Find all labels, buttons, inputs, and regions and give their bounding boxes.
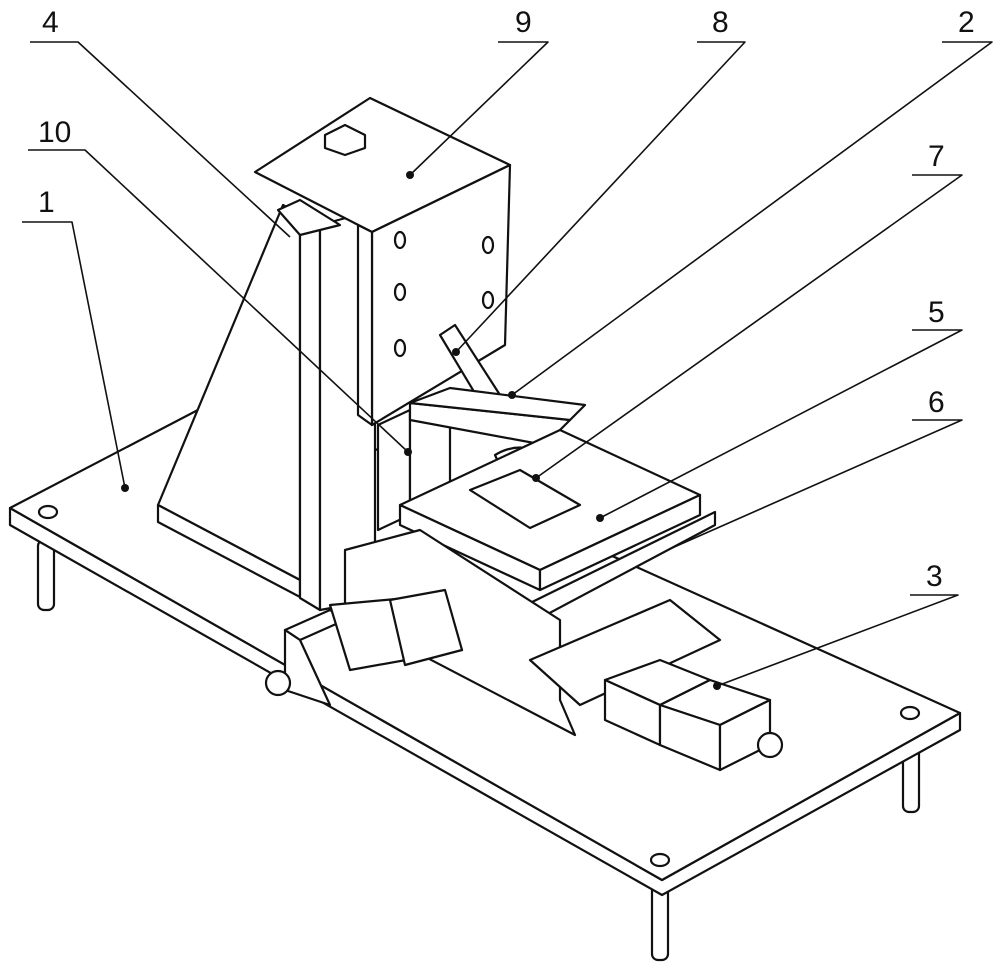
callout-label-5: 5 bbox=[928, 296, 945, 329]
callout-label-2: 2 bbox=[958, 6, 975, 39]
callout-label-10: 10 bbox=[38, 116, 72, 149]
motor-right bbox=[603, 658, 784, 772]
callout-dots bbox=[121, 171, 721, 690]
callout-label-8: 8 bbox=[712, 6, 729, 39]
xy-stage bbox=[398, 428, 702, 592]
lower-stage bbox=[343, 528, 722, 737]
callout-label-6: 6 bbox=[928, 386, 945, 419]
callout-label-9: 9 bbox=[515, 6, 532, 39]
callout-label-7: 7 bbox=[928, 140, 945, 173]
callout-label-4: 4 bbox=[42, 6, 59, 39]
motor-left bbox=[264, 588, 464, 707]
leader-lines bbox=[22, 41, 993, 687]
callout-label-1: 1 bbox=[38, 186, 55, 219]
callout-label-3: 3 bbox=[926, 560, 943, 593]
